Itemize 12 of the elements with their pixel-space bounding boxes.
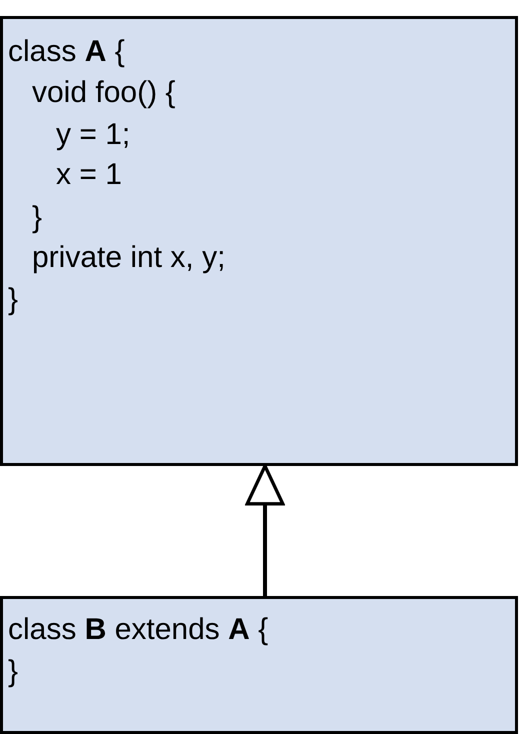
inheritance-arrow: [246, 464, 284, 596]
class-box: [0, 16, 518, 466]
code-line: class A {: [8, 34, 125, 70]
code-line: }: [32, 200, 42, 236]
code-line: }: [8, 282, 18, 318]
code-line: y = 1;: [56, 117, 130, 153]
code-line: class B extends A {: [8, 612, 268, 648]
code-line: void foo() {: [32, 75, 176, 111]
code-line: private int x, y;: [32, 240, 226, 276]
class-box: [0, 596, 518, 734]
code-line: }: [8, 654, 18, 690]
code-line: x = 1: [56, 157, 122, 193]
